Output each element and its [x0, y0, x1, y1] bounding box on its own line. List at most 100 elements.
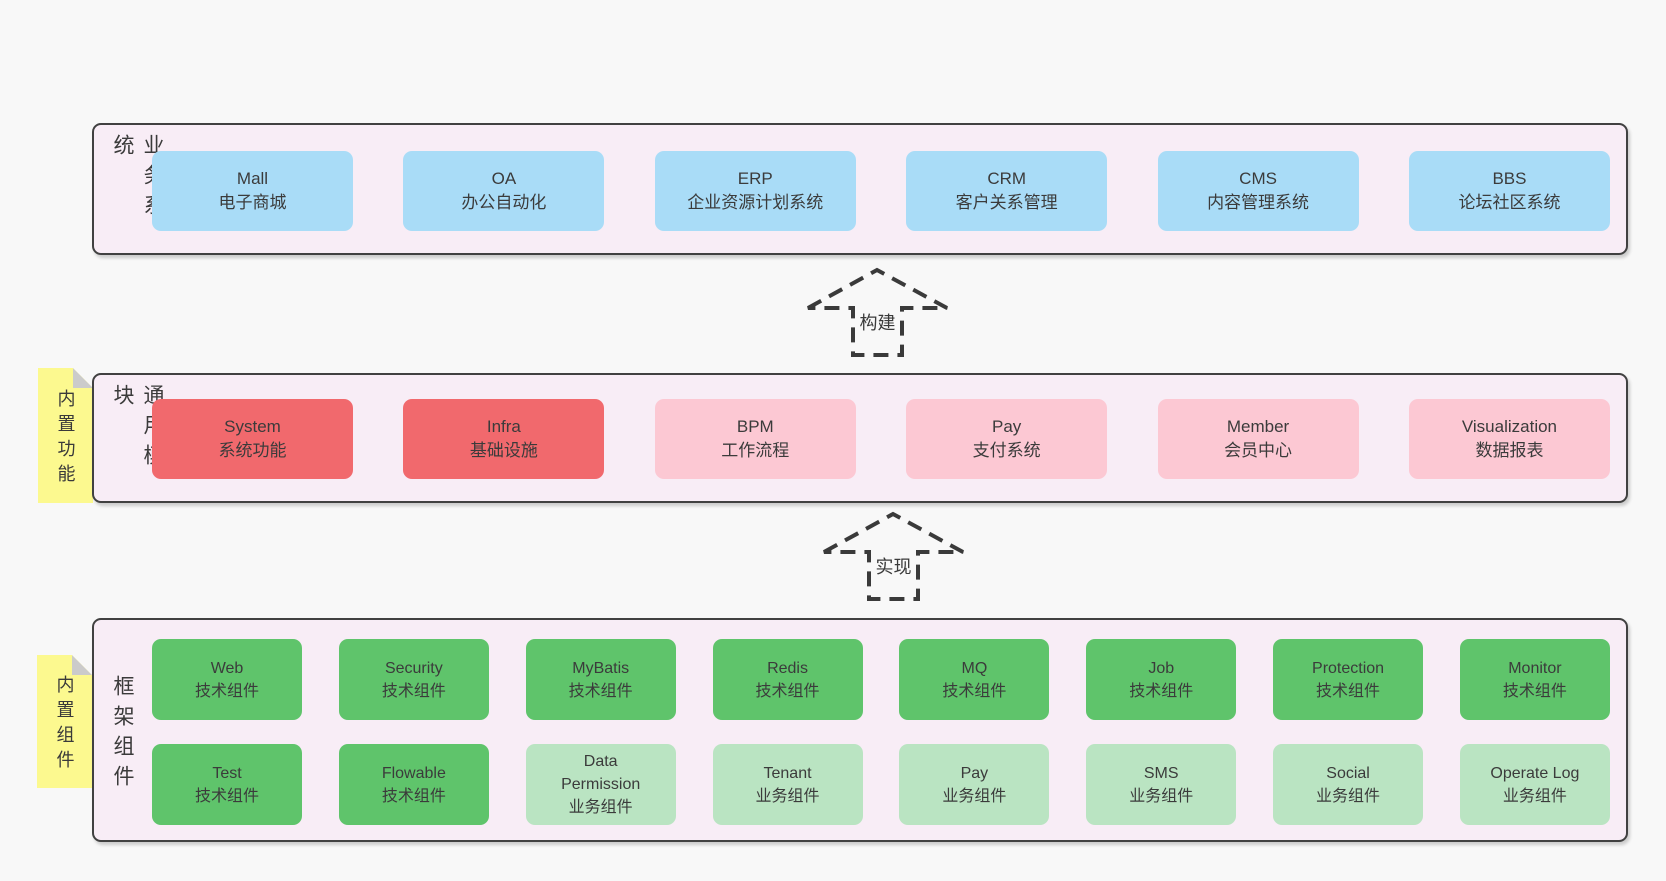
- band-framework-components: 框架组件 Web 技术组件 Security 技术组件 MyBatis 技术组件…: [92, 618, 1628, 842]
- sticky-label: 内置功能: [55, 389, 76, 489]
- box-subtitle: 支付系统: [972, 441, 1041, 460]
- arrow-implement: 实现: [821, 507, 966, 603]
- box-test: Test 技术组件: [152, 744, 302, 825]
- box-subtitle: 企业资源计划系统: [687, 193, 824, 212]
- framework-row-1: Web 技术组件 Security 技术组件 MyBatis 技术组件 Redi…: [152, 639, 1610, 720]
- box-title: Protection: [1312, 659, 1385, 677]
- box-subtitle: 业务组件: [755, 787, 820, 805]
- box-subtitle: 技术组件: [568, 682, 633, 700]
- box-subtitle: 业务组件: [1502, 787, 1567, 805]
- box-title: Security: [384, 659, 443, 677]
- band-business-systems: 业务系统 Mall 电子商城 OA 办公自动化 ERP 企业资源计划系统 CRM…: [92, 123, 1628, 255]
- box-title: Monitor: [1508, 659, 1562, 677]
- box-title: Visualization: [1461, 417, 1558, 436]
- box-subtitle: 会员中心: [1224, 441, 1293, 460]
- box-subtitle: 技术组件: [1316, 682, 1381, 700]
- box-data-permission: Data Permission 业务组件: [525, 744, 676, 825]
- box-tenant: Tenant 业务组件: [712, 744, 863, 825]
- box-title: Social: [1326, 764, 1370, 782]
- box-mq: MQ 技术组件: [899, 639, 1050, 720]
- box-title: CRM: [987, 169, 1027, 188]
- arrow-implement-label: 实现: [871, 553, 916, 579]
- sticky-note-built-in-features: 内置功能: [38, 368, 93, 503]
- box-member: Member 会员中心: [1157, 399, 1359, 479]
- box-title: BBS: [1492, 169, 1527, 188]
- box-title: Data Permission: [561, 753, 641, 793]
- box-subtitle: 技术组件: [942, 682, 1007, 700]
- sticky-note-built-in-components: 内置组件: [37, 655, 92, 788]
- box-subtitle: 业务组件: [1316, 787, 1381, 805]
- box-title: Pay: [960, 764, 989, 782]
- box-security: Security 技术组件: [338, 639, 489, 720]
- band-label-framework-components: 框架组件: [111, 674, 134, 795]
- box-subtitle: 技术组件: [194, 787, 259, 805]
- box-title: Redis: [767, 659, 808, 677]
- box-subtitle: 业务组件: [942, 787, 1007, 805]
- box-visualization: Visualization 数据报表: [1408, 399, 1610, 479]
- box-subtitle: 技术组件: [1129, 682, 1194, 700]
- box-pay-component: Pay 业务组件: [899, 744, 1050, 825]
- box-subtitle: 电子商城: [218, 193, 287, 212]
- box-subtitle: 论坛社区系统: [1458, 193, 1561, 212]
- box-title: Job: [1148, 659, 1175, 677]
- box-title: Tenant: [763, 764, 812, 782]
- box-title: Mall: [236, 169, 269, 188]
- box-subtitle: 办公自动化: [461, 193, 547, 212]
- box-subtitle: 技术组件: [1502, 682, 1567, 700]
- box-bbs: BBS 论坛社区系统: [1408, 151, 1610, 231]
- box-protection: Protection 技术组件: [1273, 639, 1424, 720]
- box-title: Infra: [486, 417, 521, 436]
- box-oa: OA 办公自动化: [403, 151, 605, 231]
- box-title: Test: [212, 764, 242, 782]
- box-subtitle: 业务组件: [1129, 787, 1194, 805]
- box-system: System 系统功能: [152, 399, 353, 479]
- dashed-up-arrow-icon: [807, 267, 948, 357]
- box-title: System: [224, 417, 281, 436]
- modules-boxes-row: System 系统功能 Infra 基础设施 BPM 工作流程 Pay 支付系统…: [152, 399, 1610, 479]
- box-crm: CRM 客户关系管理: [906, 151, 1108, 231]
- arrow-build: 构建: [805, 263, 950, 359]
- box-title: OA: [491, 169, 517, 188]
- box-title: SMS: [1143, 764, 1179, 782]
- box-title: Flowable: [381, 764, 446, 782]
- box-operate-log: Operate Log 业务组件: [1459, 744, 1610, 825]
- box-subtitle: 内容管理系统: [1207, 193, 1310, 212]
- framework-row-2: Test 技术组件 Flowable 技术组件 Data Permission …: [152, 744, 1610, 825]
- box-social: Social 业务组件: [1273, 744, 1424, 825]
- box-bpm: BPM 工作流程: [654, 399, 856, 479]
- box-cms: CMS 内容管理系统: [1157, 151, 1359, 231]
- box-title: ERP: [737, 169, 773, 188]
- box-title: MQ: [961, 659, 988, 677]
- box-subtitle: 技术组件: [755, 682, 820, 700]
- folded-corner-icon: [72, 655, 92, 675]
- box-mall: Mall 电子商城: [152, 151, 353, 231]
- box-subtitle: 业务组件: [568, 799, 633, 816]
- box-title: Web: [210, 659, 244, 677]
- sticky-label: 内置组件: [54, 675, 75, 775]
- box-subtitle: 工作流程: [721, 441, 790, 460]
- box-erp: ERP 企业资源计划系统: [654, 151, 856, 231]
- box-job: Job 技术组件: [1086, 639, 1237, 720]
- box-subtitle: 技术组件: [194, 682, 259, 700]
- box-mybatis: MyBatis 技术组件: [525, 639, 676, 720]
- band-common-modules: 通用模块 System 系统功能 Infra 基础设施 BPM 工作流程 Pay…: [92, 373, 1628, 503]
- box-title: Operate Log: [1490, 764, 1580, 782]
- folded-corner-icon: [73, 368, 93, 388]
- box-title: Pay: [992, 417, 1022, 436]
- arrow-build-label: 构建: [855, 309, 900, 335]
- box-flowable: Flowable 技术组件: [338, 744, 489, 825]
- box-subtitle: 技术组件: [381, 787, 446, 805]
- box-subtitle: 基础设施: [469, 441, 538, 460]
- box-title: BPM: [736, 417, 774, 436]
- box-subtitle: 数据报表: [1475, 441, 1544, 460]
- box-subtitle: 客户关系管理: [955, 193, 1058, 212]
- box-title: MyBatis: [572, 659, 630, 677]
- box-title: CMS: [1239, 169, 1277, 188]
- box-title: Member: [1226, 417, 1290, 436]
- box-subtitle: 技术组件: [381, 682, 446, 700]
- dashed-up-arrow-icon: [823, 511, 964, 601]
- box-sms: SMS 业务组件: [1086, 744, 1237, 825]
- business-boxes-row: Mall 电子商城 OA 办公自动化 ERP 企业资源计划系统 CRM 客户关系…: [152, 151, 1610, 231]
- box-pay-module: Pay 支付系统: [906, 399, 1108, 479]
- box-redis: Redis 技术组件: [712, 639, 863, 720]
